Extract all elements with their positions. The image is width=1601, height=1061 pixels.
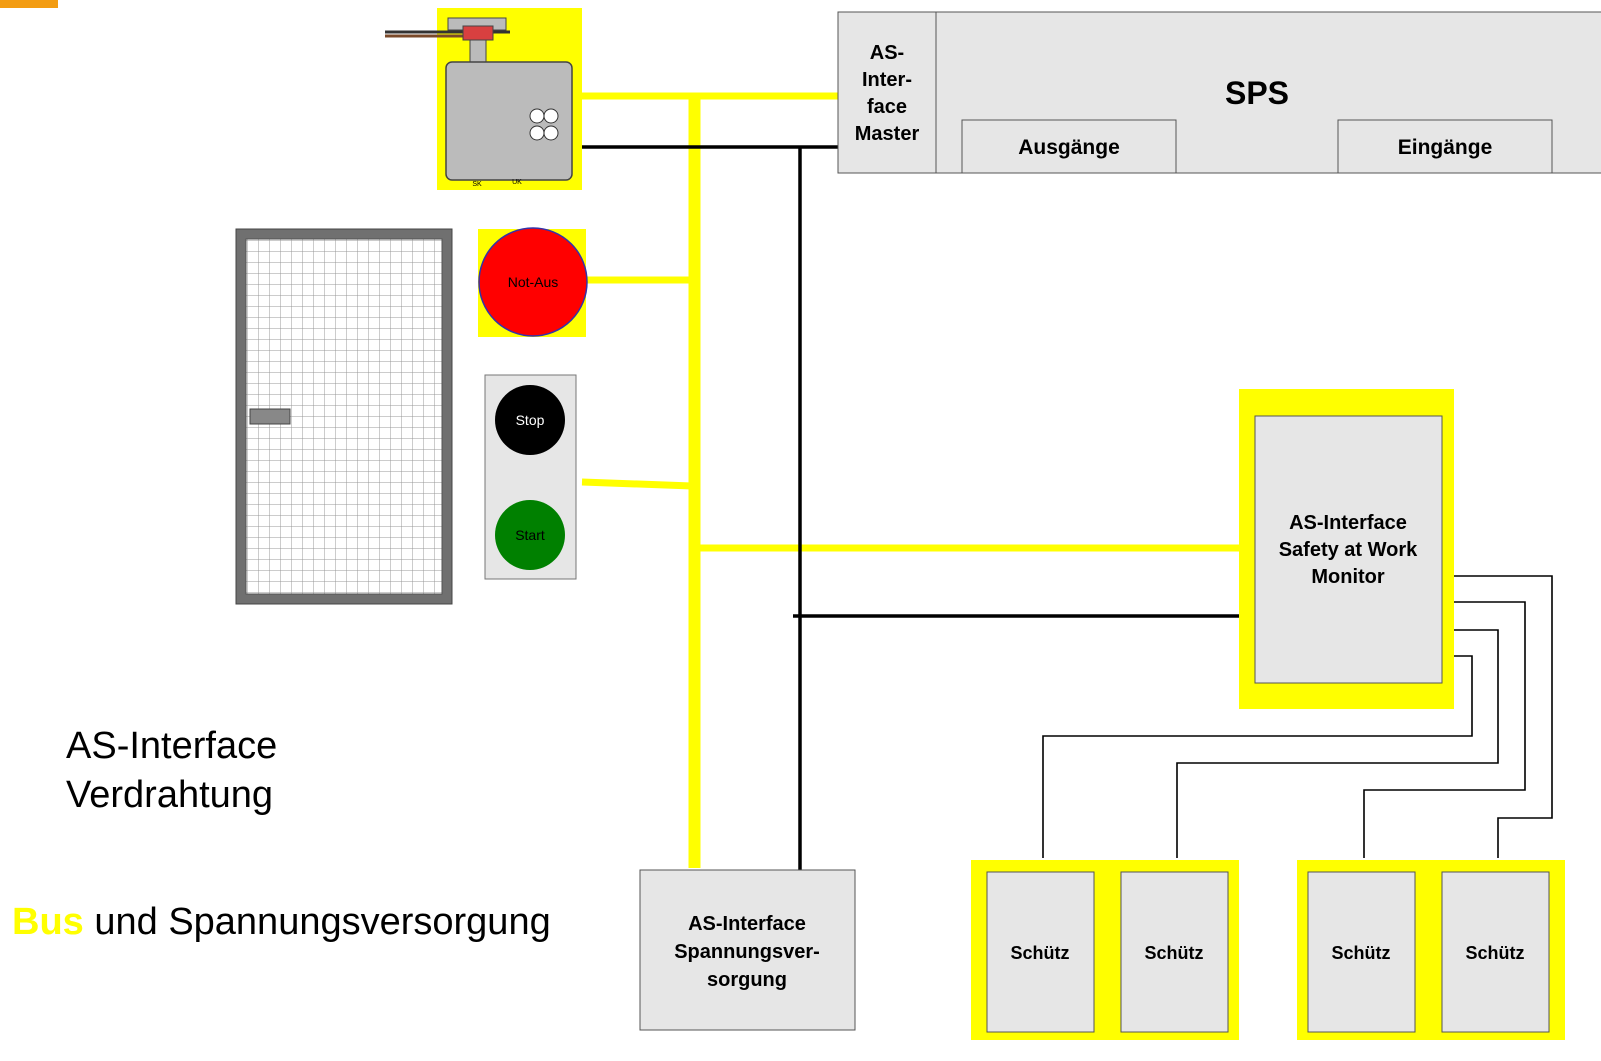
contactor-label-3: Schütz (1331, 943, 1390, 963)
power-supply-line-2: Spannungsver- (674, 941, 820, 963)
contactor-label-1: Schütz (1010, 943, 1069, 963)
master-line-4: Master (855, 123, 920, 145)
relay-wire-3 (1363, 601, 1526, 858)
master-line-2: Inter- (862, 69, 912, 91)
monitor-box (1254, 415, 1443, 684)
power-lines (580, 145, 1240, 870)
safety-door (235, 228, 453, 605)
monitor-line-3: Monitor (1311, 566, 1385, 588)
master-line-3: face (867, 96, 907, 118)
sps-unit: SPS Ausgänge Eingänge AS- Inter- face Ma… (837, 11, 1601, 174)
monitor-line-2: Safety at Work (1279, 539, 1418, 561)
switch-head-red (462, 25, 494, 41)
sps-outputs-box (961, 119, 1177, 174)
power-supply-line-3: sorgung (707, 969, 787, 991)
control-station: Stop Start (484, 374, 577, 580)
master-line-1: AS- (870, 42, 904, 64)
legend-rest: und Spannungsversorgung (83, 901, 551, 943)
switch-label-sk: SK (472, 181, 482, 188)
contactor-4 (1441, 871, 1550, 1033)
switch-body (445, 61, 573, 181)
safety-monitor: AS-Interface Safety at Work Monitor (1239, 389, 1454, 709)
start-label: Start (515, 527, 545, 543)
power-supply-box (639, 869, 856, 1031)
sps-title: SPS (1225, 75, 1289, 111)
estop-label: Not-Aus (508, 274, 559, 290)
relay-wire-2 (1176, 629, 1499, 858)
contactor-group-right: Schütz Schütz (1297, 860, 1565, 1040)
switch-label-uk: UK (512, 179, 522, 186)
switch-led-2 (543, 108, 559, 124)
switch-neck (469, 39, 487, 63)
caption-line-1: AS-Interface (66, 725, 278, 767)
monitor-line-1: AS-Interface (1289, 512, 1407, 534)
relay-wire-4 (1443, 575, 1553, 858)
stop-button (495, 385, 565, 455)
corner-accent (0, 0, 58, 8)
door-handle (249, 408, 291, 425)
caption-line-2: Verdrahtung (66, 774, 274, 817)
legend-bus: Bus (12, 901, 84, 943)
contactor-3 (1307, 871, 1416, 1033)
contactor-2 (1120, 871, 1229, 1033)
sps-outputs-label: Ausgänge (1018, 136, 1120, 159)
switch-led-1 (529, 108, 545, 124)
bus-line-control (581, 478, 693, 490)
contactor-label-4: Schütz (1465, 943, 1524, 963)
safety-switch: SK UK (385, 8, 582, 190)
bus-lines (580, 92, 1240, 868)
legend: Bus und Spannungsversorgung (12, 898, 551, 947)
sps-inputs-label: Eingänge (1398, 136, 1493, 159)
switch-led-3 (529, 125, 545, 141)
estop-button (478, 227, 588, 337)
start-button (495, 500, 565, 570)
power-supply-line-1: AS-Interface (688, 913, 806, 935)
contactor-group-left: Schütz Schütz (971, 860, 1239, 1040)
caption: AS-Interface Verdrahtung (66, 722, 277, 821)
estop-unit: Not-Aus (478, 227, 588, 337)
relay-wires (1042, 575, 1553, 858)
stop-label: Stop (516, 412, 545, 428)
relay-wire-1 (1042, 655, 1473, 858)
power-supply: AS-Interface Spannungsver- sorgung (639, 869, 856, 1031)
contactor-1 (986, 871, 1095, 1033)
sps-inputs-box (1337, 119, 1553, 174)
contactor-label-2: Schütz (1144, 943, 1203, 963)
switch-led-4 (543, 125, 559, 141)
